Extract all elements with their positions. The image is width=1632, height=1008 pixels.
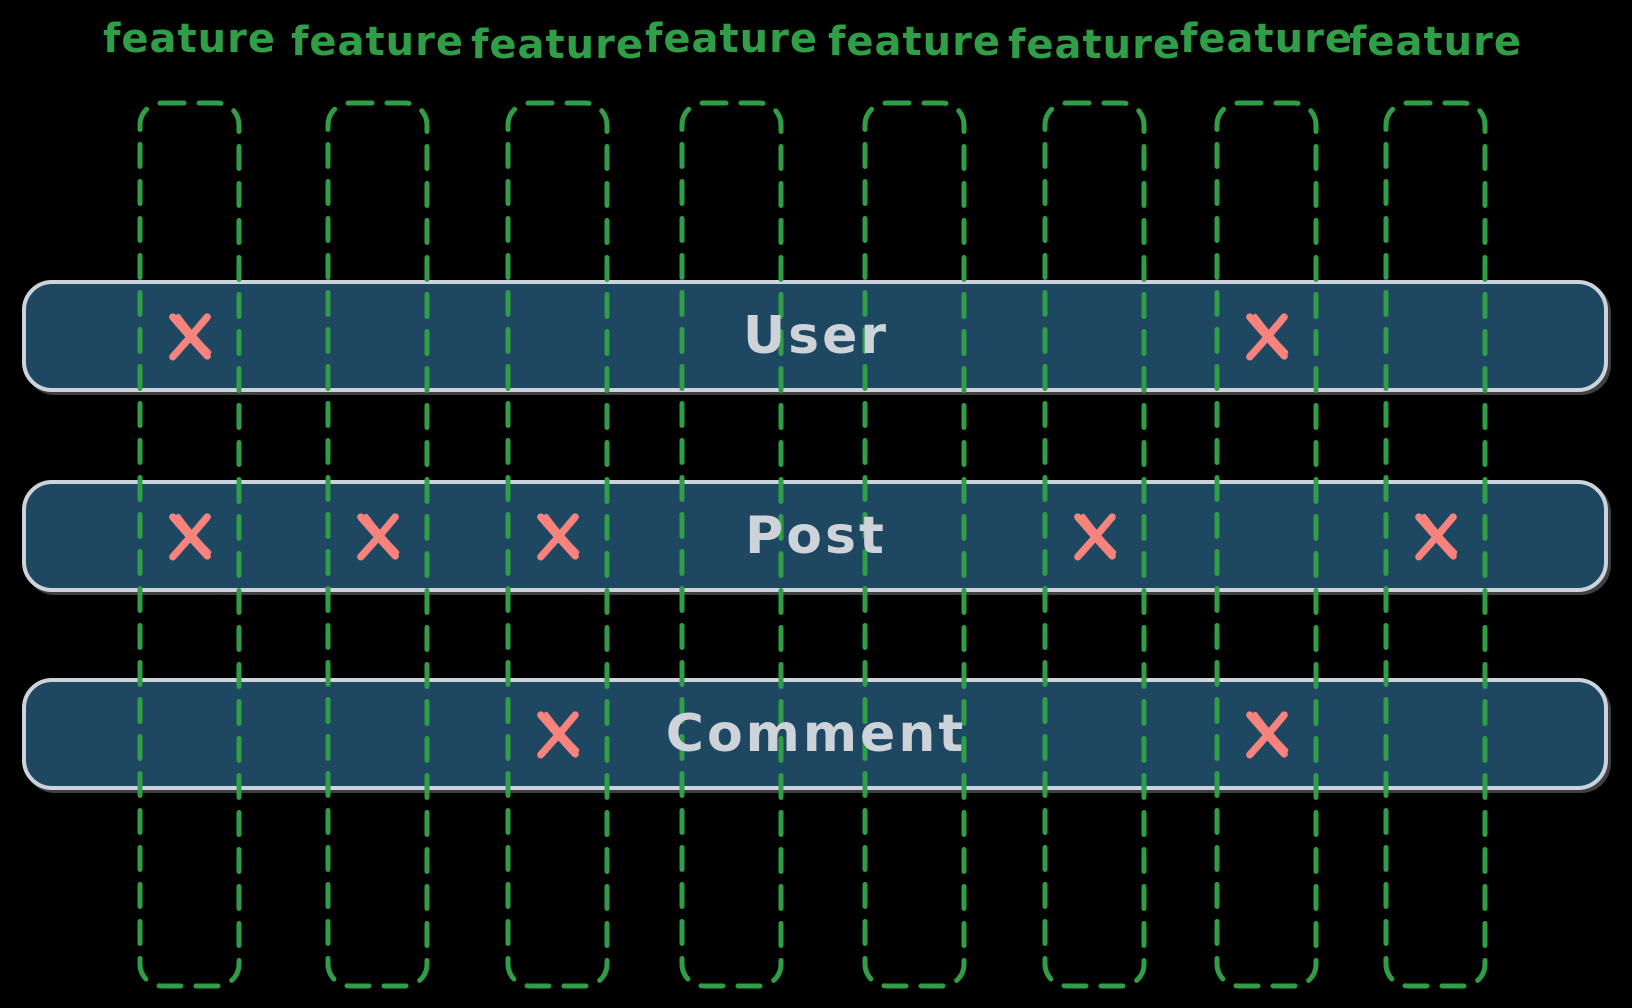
entity-bar-comment — [22, 678, 1608, 790]
entity-bar-post — [22, 480, 1608, 592]
feature-column-label: feature — [1180, 16, 1353, 62]
feature-column-label: feature — [645, 16, 818, 62]
entity-bar-user — [22, 280, 1608, 392]
feature-column-label: feature — [471, 22, 644, 68]
feature-column-label: feature — [1349, 19, 1522, 65]
feature-column-label: feature — [1008, 22, 1181, 68]
feature-column-label: feature — [291, 19, 464, 65]
feature-column-label: feature — [103, 16, 276, 62]
feature-column-label: feature — [828, 19, 1001, 65]
